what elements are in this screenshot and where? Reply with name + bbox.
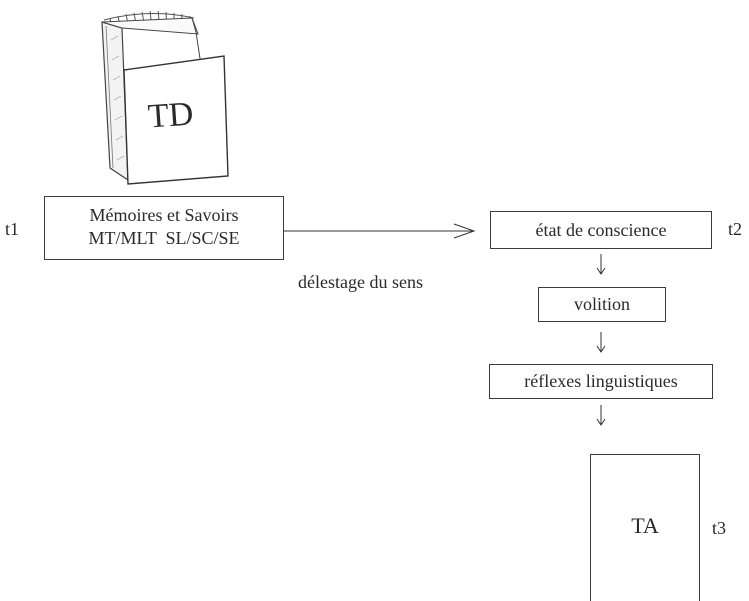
time-label-t3: t3 bbox=[712, 518, 727, 538]
time-label-t1: t1 bbox=[5, 219, 20, 239]
step-linguistic-reflexes: réflexes linguistiques bbox=[489, 364, 713, 399]
step-label: volition bbox=[573, 294, 630, 314]
meaning-offload-label: délestage du sens bbox=[298, 272, 423, 292]
step-label: réflexes linguistiques bbox=[524, 371, 678, 391]
output-box-label: TA bbox=[631, 513, 659, 538]
memory-knowledge-box: Mémoires et Savoirs MT/MLT SL/SC/SE bbox=[44, 196, 284, 260]
step-volition: volition bbox=[538, 287, 666, 322]
memory-box-line-1: Mémoires et Savoirs bbox=[89, 205, 239, 225]
memory-box-line-2: MT/MLT SL/SC/SE bbox=[88, 228, 240, 248]
output-box-ta: TA bbox=[590, 454, 700, 601]
time-label-t2: t2 bbox=[728, 219, 743, 239]
arrowhead-memory-to-consciousness bbox=[453, 223, 476, 239]
step-label: état de conscience bbox=[535, 220, 667, 240]
book-label: TD bbox=[146, 95, 195, 136]
step-state-of-consciousness: état de conscience bbox=[490, 211, 712, 249]
